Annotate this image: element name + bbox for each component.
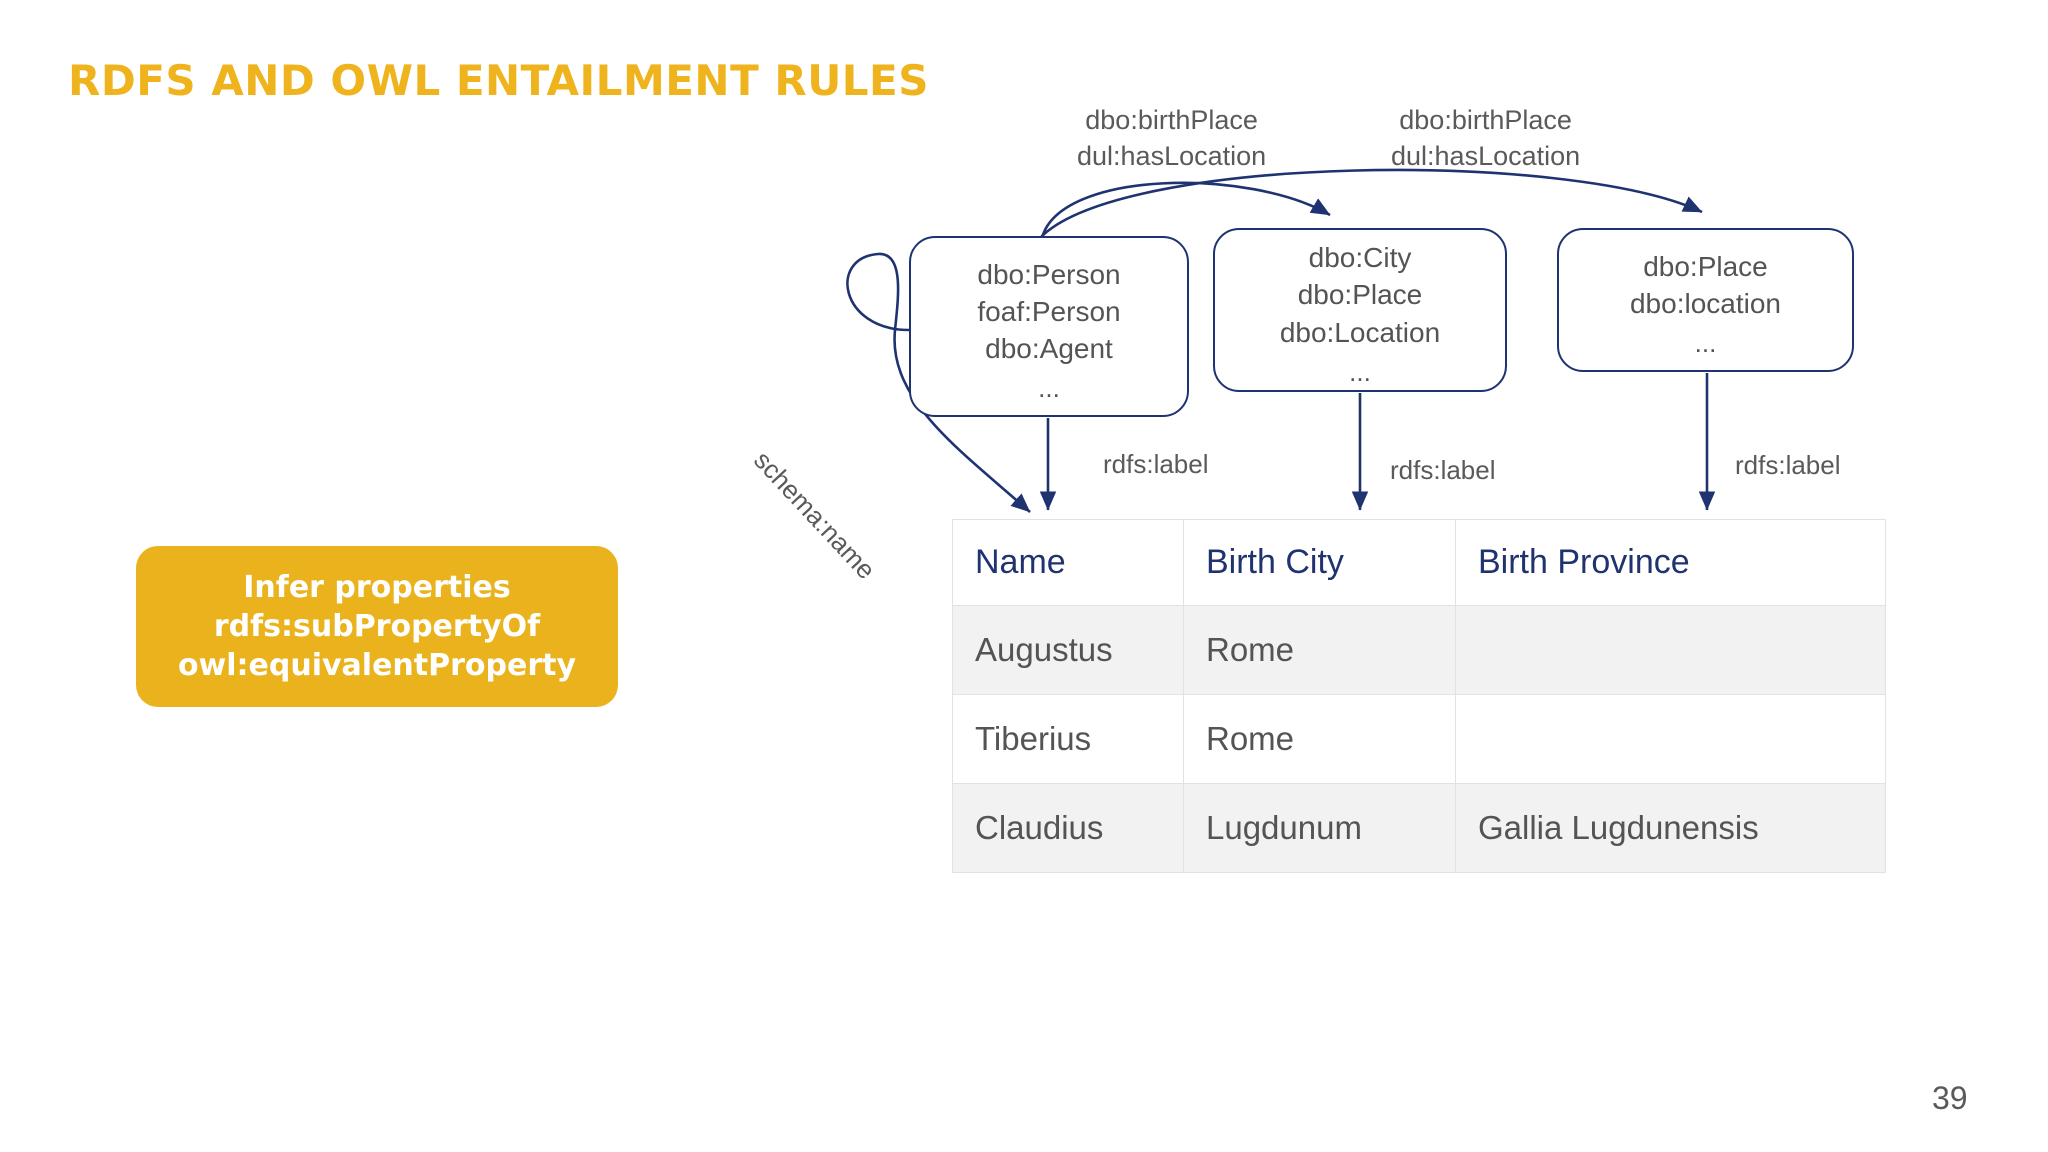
cell-birth-province: Gallia Lugdunensis xyxy=(1455,783,1886,873)
rdfs-label-place: rdfs:label xyxy=(1735,450,1841,480)
edge-label-line-1: dbo:birthPlace xyxy=(1399,105,1572,135)
node-line-2: dbo:location xyxy=(1629,288,1781,319)
cell-birth-city: Rome xyxy=(1183,605,1456,695)
callout-line-2: rdfs:subPropertyOf xyxy=(213,609,541,644)
node-line-3: dbo:Agent xyxy=(985,333,1113,365)
infer-properties-callout: Infer properties rdfs:subPropertyOf owl:… xyxy=(136,546,618,707)
cell-birth-city: Rome xyxy=(1183,694,1456,784)
cell-name: Augustus xyxy=(952,605,1184,695)
node-line-1: dbo:Person xyxy=(977,258,1121,290)
rdfs-label-person: rdfs:label xyxy=(1103,449,1209,479)
node-line-3: dbo:Location xyxy=(1279,316,1441,348)
cell-name: Claudius xyxy=(952,783,1184,873)
edge-label-person-to-place: dbo:birthPlace dul:hasLocation xyxy=(1391,103,1580,175)
node-ellipsis: ... xyxy=(1694,328,1717,359)
page-number: 39 xyxy=(1932,1080,1968,1116)
cell-name: Tiberius xyxy=(952,694,1184,784)
table-row: Augustus Rome xyxy=(952,605,1886,695)
table-row: Claudius Lugdunum Gallia Lugdunensis xyxy=(952,783,1886,873)
results-table: Name Birth City Birth Province Augustus … xyxy=(952,519,1886,873)
page-title: RDFS AND OWL ENTAILMENT RULES xyxy=(68,56,930,105)
table-row: Tiberius Rome xyxy=(952,694,1886,784)
edge-label-line-1: dbo:birthPlace xyxy=(1085,105,1258,135)
rdfs-label-city: rdfs:label xyxy=(1390,455,1496,485)
column-header-name: Name xyxy=(952,519,1184,606)
callout-line-1: Infer properties xyxy=(243,570,511,605)
callout-line-3: owl:equivalentProperty xyxy=(177,648,577,683)
node-line-1: dbo:City xyxy=(1308,242,1412,274)
node-dbo-city: dbo:City dbo:Place dbo:Location ... xyxy=(1213,228,1507,392)
node-line-1: dbo:Place xyxy=(1643,250,1768,282)
node-ellipsis: ... xyxy=(1349,356,1371,387)
edge-label-line-2: dul:hasLocation xyxy=(1077,140,1267,171)
schema-name-label: schema:name xyxy=(748,445,882,585)
cell-birth-city: Lugdunum xyxy=(1183,783,1456,873)
node-line-2: dbo:Place xyxy=(1297,279,1423,311)
node-dbo-place: dbo:Place dbo:location ... xyxy=(1557,228,1854,372)
node-dbo-person: dbo:Person foaf:Person dbo:Agent ... xyxy=(909,236,1189,417)
edge-label-person-to-city: dbo:birthPlace dul:hasLocation xyxy=(1077,103,1266,175)
cell-birth-province xyxy=(1455,694,1886,784)
cell-birth-province xyxy=(1455,605,1886,695)
table-header-row: Name Birth City Birth Province xyxy=(952,519,1886,606)
column-header-birth-city: Birth City xyxy=(1183,519,1456,606)
node-line-2: foaf:Person xyxy=(977,295,1121,327)
node-ellipsis: ... xyxy=(1038,373,1060,404)
edge-label-line-2: dul:hasLocation xyxy=(1391,140,1581,171)
column-header-birth-province: Birth Province xyxy=(1455,519,1886,606)
